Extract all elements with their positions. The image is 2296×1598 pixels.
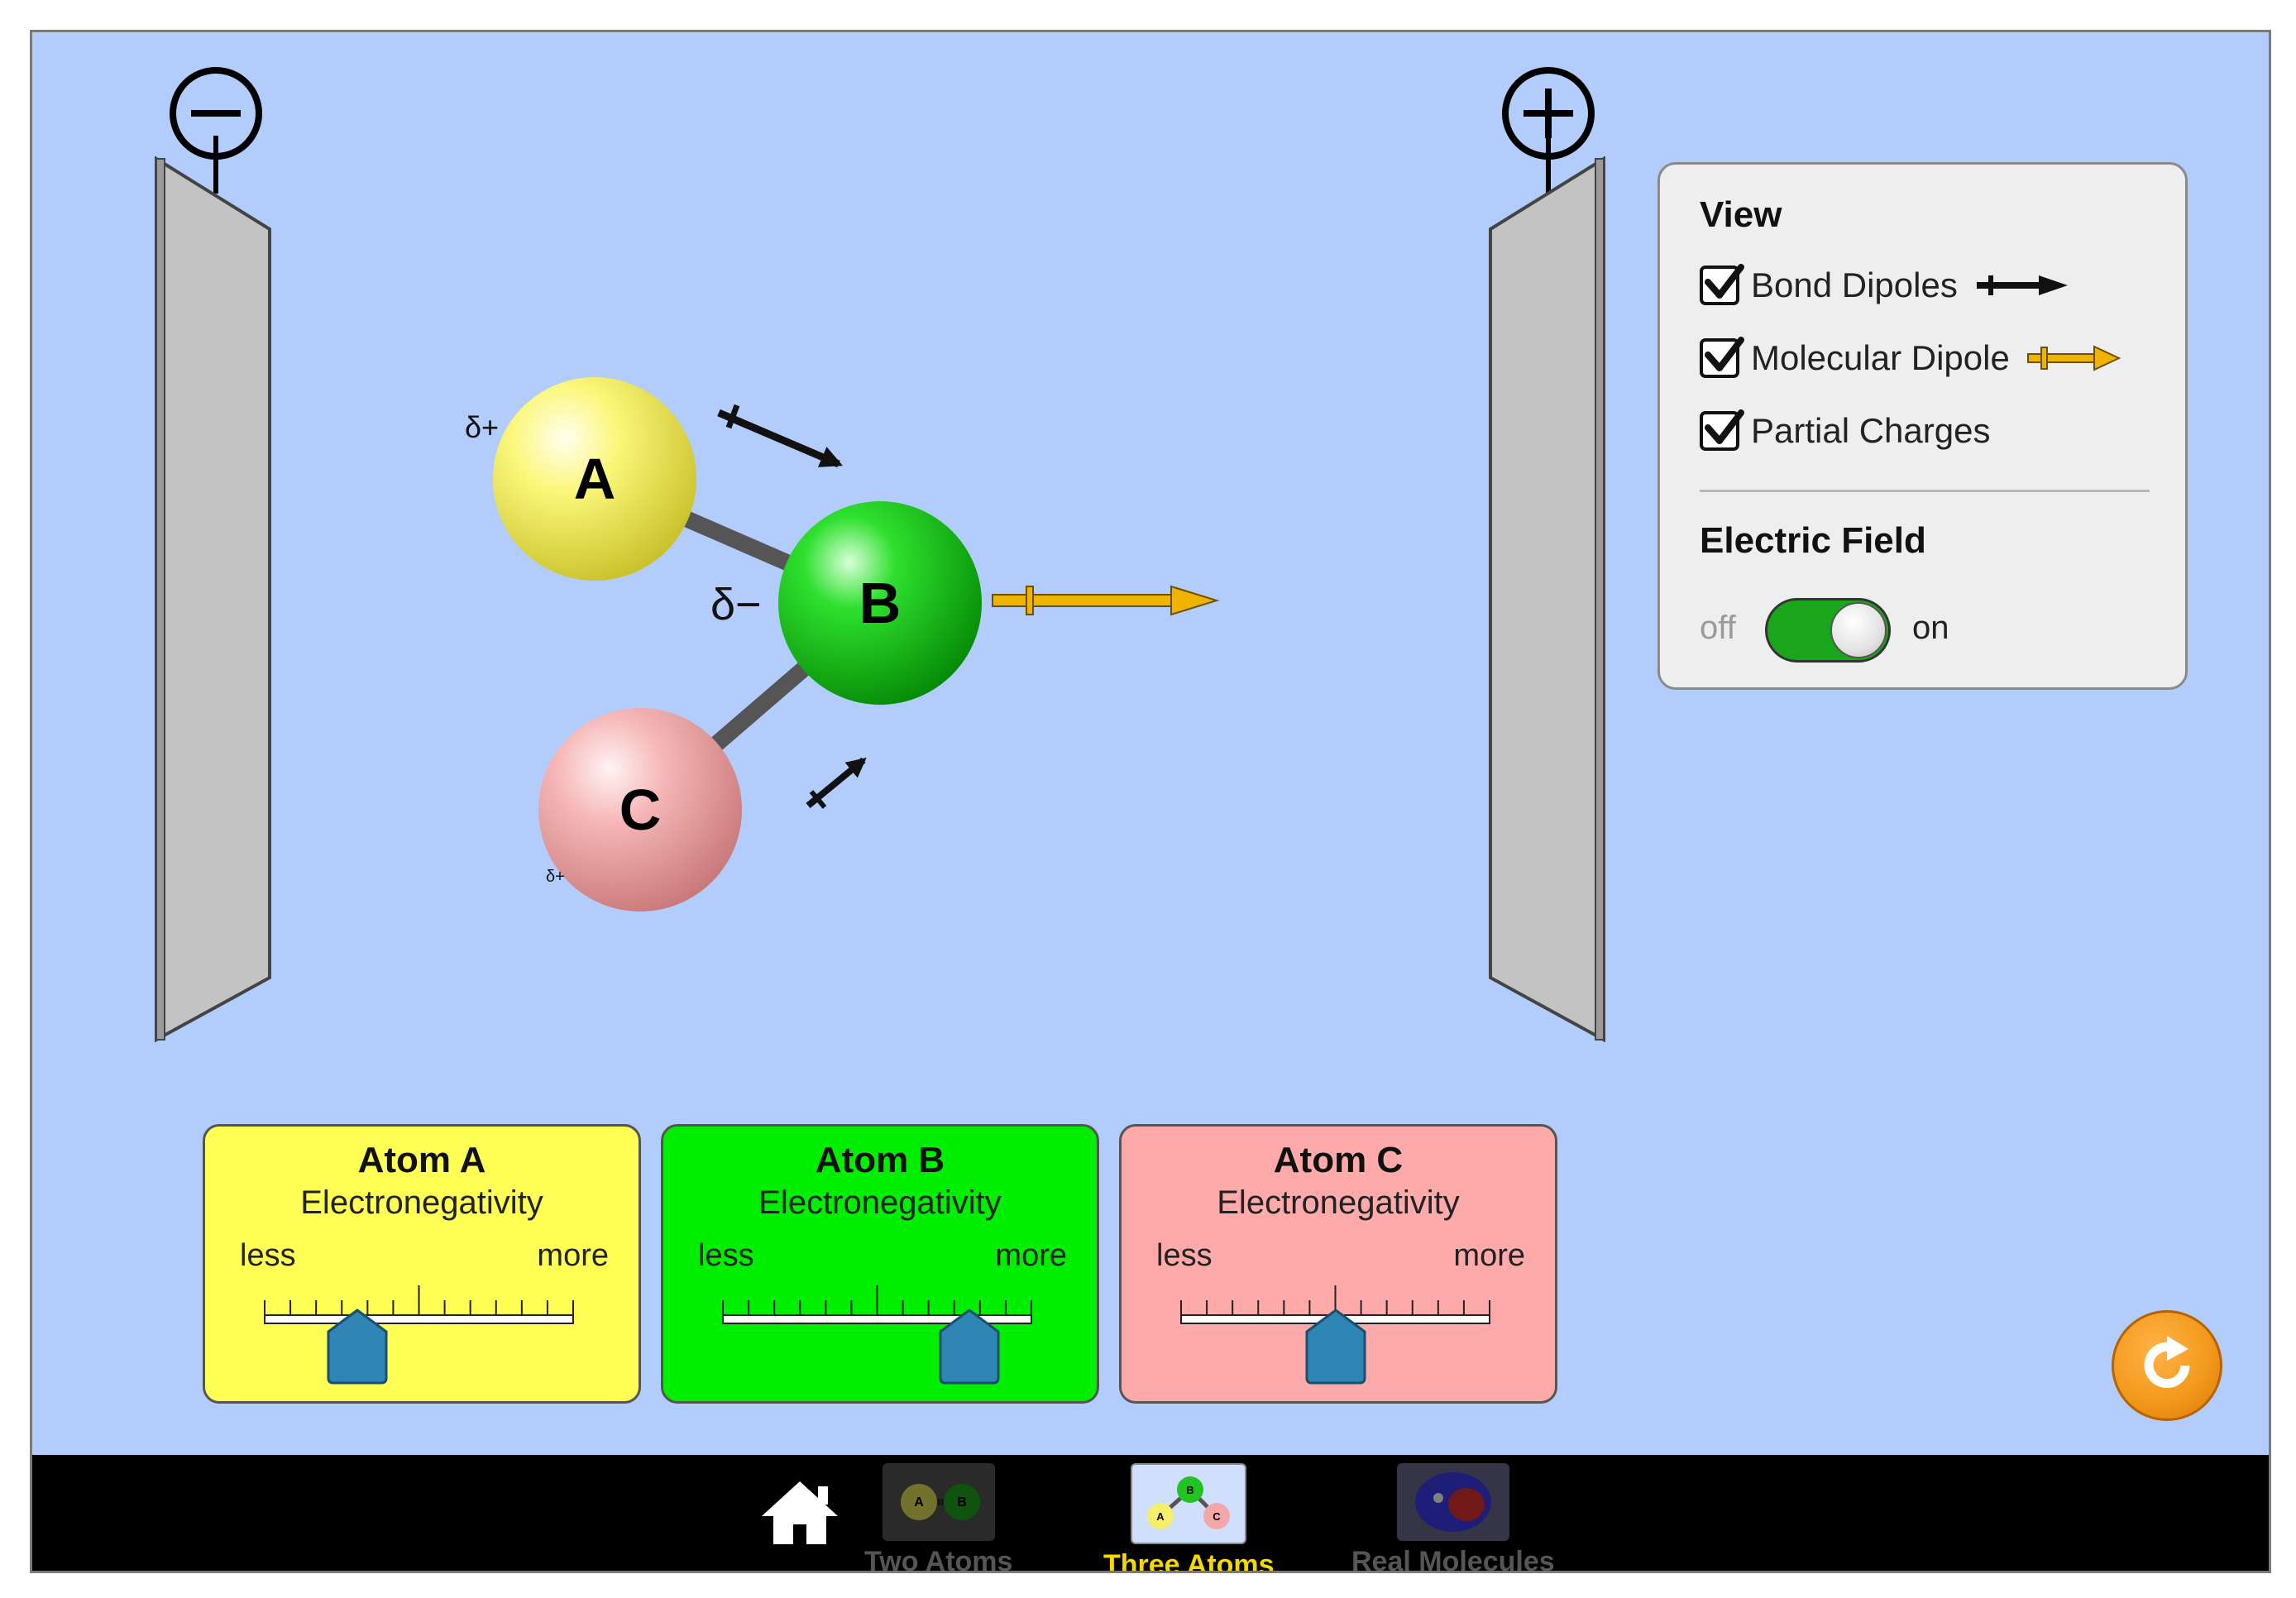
card-title: Atom C <box>1273 1140 1404 1180</box>
panel-divider <box>1700 490 2150 492</box>
more-label: more <box>1453 1238 1525 1273</box>
positive-terminal <box>1502 67 1595 160</box>
card-title: Atom A <box>357 1140 486 1180</box>
electric-field-title: Electric Field <box>1700 520 1926 561</box>
partial-charges-option[interactable]: Partial Charges <box>1700 408 1990 454</box>
svg-text:A: A <box>1157 1510 1165 1523</box>
atom-b-label: B <box>859 571 902 635</box>
card-subtitle: Electronegativity <box>1217 1184 1460 1221</box>
atom-a[interactable]: A <box>493 377 696 581</box>
reset-icon <box>2144 1336 2190 1388</box>
molecular-dipole-label: Molecular Dipole <box>1751 338 2010 377</box>
molecular-dipole-checkbox[interactable] <box>1700 337 1744 378</box>
reset-button[interactable] <box>2112 1310 2222 1421</box>
nav-three-atoms[interactable]: A B C Three Atoms <box>1103 1463 1275 1573</box>
bond-dipole-legend-icon <box>1976 275 2068 295</box>
atom-b-electronegativity-card: Atom B Electronegativity less more <box>661 1124 1099 1404</box>
toggle-on-label: on <box>1912 610 1949 646</box>
less-label: less <box>240 1238 296 1273</box>
partial-charges-label: Partial Charges <box>1751 411 1991 450</box>
negative-terminal <box>170 67 262 160</box>
atom-c-label: C <box>619 777 662 842</box>
atom-c-electronegativity-card: Atom C Electronegativity less more <box>1119 1124 1557 1404</box>
electronegativity-scale <box>722 1285 1032 1324</box>
svg-text:A: A <box>914 1495 924 1509</box>
atom-c[interactable]: C <box>538 708 742 911</box>
electronegativity-slider-thumb[interactable] <box>1303 1307 1368 1386</box>
less-label: less <box>698 1238 754 1273</box>
two-atoms-thumbnail: A B <box>882 1463 995 1541</box>
svg-text:B: B <box>1187 1484 1194 1496</box>
electronegativity-slider-thumb[interactable] <box>325 1307 390 1386</box>
nav-real-molecules[interactable]: Real Molecules <box>1351 1463 1555 1573</box>
play-area: A B C δ+ δ− δ+ View Bond Dipoles <box>32 32 2269 1455</box>
card-subtitle: Electronegativity <box>300 1184 543 1221</box>
simulation-frame: A B C δ+ δ− δ+ View Bond Dipoles <box>30 30 2271 1573</box>
nav-real-molecules-label: Real Molecules <box>1351 1546 1555 1573</box>
bond-dipole-arrow-bc <box>806 757 867 809</box>
card-title: Atom B <box>815 1140 945 1180</box>
molecular-dipole-arrow <box>992 585 1220 616</box>
molecular-dipole-option[interactable]: Molecular Dipole <box>1700 335 2124 381</box>
card-subtitle: Electronegativity <box>758 1184 1002 1221</box>
simulation-canvas: A B C δ+ δ− δ+ <box>155 67 1605 1043</box>
electric-field-toggle[interactable] <box>1765 598 1891 663</box>
bond-dipoles-option[interactable]: Bond Dipoles <box>1700 262 2072 309</box>
nav-two-atoms[interactable]: A B Two Atoms <box>864 1463 1013 1573</box>
nav-three-atoms-label: Three Atoms <box>1103 1549 1275 1573</box>
positive-plate <box>1489 136 1605 1043</box>
more-label: more <box>995 1238 1067 1273</box>
molecular-dipole-legend-icon <box>2026 345 2121 371</box>
toggle-off-label: off <box>1700 610 1736 646</box>
svg-text:C: C <box>1213 1510 1222 1523</box>
home-icon <box>762 1481 838 1544</box>
partial-charge-a: δ+ <box>465 410 499 444</box>
less-label: less <box>1156 1238 1213 1273</box>
partial-charge-b: δ− <box>710 580 762 629</box>
atom-b[interactable]: B <box>778 501 982 705</box>
more-label: more <box>537 1238 609 1273</box>
atom-a-electronegativity-card: Atom A Electronegativity less more <box>203 1124 641 1404</box>
home-button[interactable] <box>758 1478 841 1552</box>
partial-charge-c: δ+ <box>546 868 565 886</box>
atom-a-label: A <box>574 447 616 511</box>
real-molecules-thumbnail <box>1396 1463 1509 1541</box>
bond-dipoles-checkbox[interactable] <box>1700 264 1744 305</box>
nav-two-atoms-label: Two Atoms <box>864 1546 1013 1573</box>
view-panel: View Bond Dipoles Molecular Dipole <box>1657 162 2188 690</box>
electronegativity-slider-thumb[interactable] <box>937 1307 1002 1386</box>
toggle-knob[interactable] <box>1830 602 1887 658</box>
bond-dipole-arrow-ab <box>717 404 843 468</box>
navigation-bar: A B Two Atoms A B C Three Atoms <box>32 1455 2269 1571</box>
three-atoms-thumbnail: A B C <box>1131 1463 1247 1544</box>
bond-dipoles-label: Bond Dipoles <box>1751 266 1958 304</box>
view-title: View <box>1700 194 1782 235</box>
electronegativity-scale <box>264 1285 574 1324</box>
negative-plate <box>155 136 271 1043</box>
partial-charges-checkbox[interactable] <box>1700 409 1744 451</box>
svg-text:B: B <box>957 1495 967 1509</box>
